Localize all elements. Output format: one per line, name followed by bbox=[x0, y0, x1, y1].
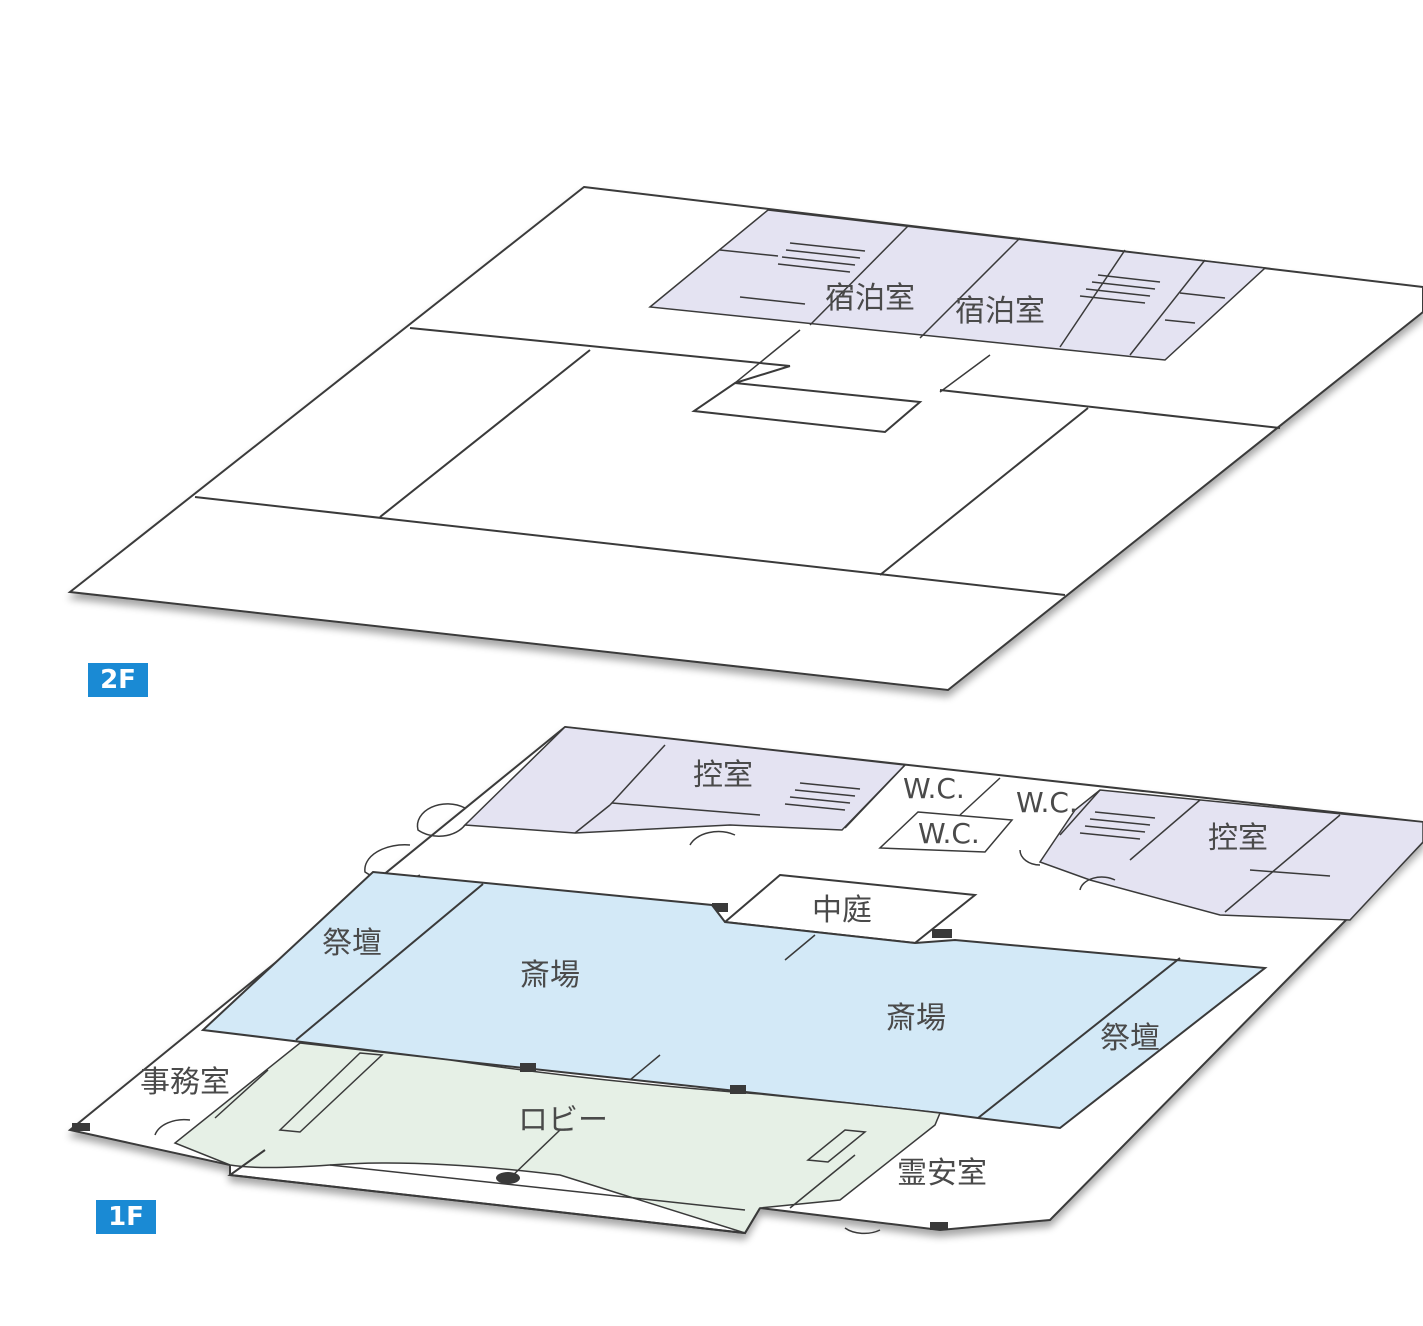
floor-2f-plan: 宿泊室 宿泊室 bbox=[67, 185, 1423, 692]
stairs-right-1f bbox=[1079, 811, 1156, 840]
room-hall-2: 斎場 bbox=[886, 1001, 946, 1036]
floor-badge-1f: 1F bbox=[96, 1200, 156, 1234]
room-lodging-1: 宿泊室 bbox=[825, 281, 915, 316]
room-lodging-2: 宿泊室 bbox=[955, 294, 1045, 329]
room-courtyard: 中庭 bbox=[812, 893, 872, 928]
stairs-right-2f bbox=[1079, 274, 1161, 304]
room-waiting-2: 控室 bbox=[1208, 821, 1268, 856]
floor-badge-2f: 2F bbox=[88, 663, 148, 697]
private-zone-right-1f bbox=[1038, 789, 1423, 921]
stairwell-void-2f bbox=[691, 381, 923, 434]
room-altar-1: 祭壇 bbox=[322, 926, 382, 961]
lodging-zone-2f bbox=[648, 209, 1267, 361]
floor-1f-plan: 控室 W.C. W.C. W.C. 控室 中庭 祭壇 斎場 斎場 祭壇 事務室 … bbox=[67, 725, 1423, 1235]
stairs-left-2f bbox=[777, 242, 866, 273]
stairs-left-1f bbox=[784, 782, 861, 811]
wc-center-block bbox=[878, 811, 1014, 853]
room-wc-2: W.C. bbox=[1016, 786, 1078, 819]
room-waiting-1: 控室 bbox=[693, 758, 753, 793]
room-wc-3: W.C. bbox=[918, 817, 980, 850]
room-mortuary: 霊安室 bbox=[897, 1156, 987, 1191]
room-altar-2: 祭壇 bbox=[1100, 1021, 1160, 1056]
room-hall-1: 斎場 bbox=[520, 958, 580, 993]
room-office: 事務室 bbox=[140, 1065, 230, 1100]
room-lobby: ロビー bbox=[518, 1103, 608, 1138]
private-zone-left-1f bbox=[463, 726, 907, 834]
room-wc-1: W.C. bbox=[903, 772, 965, 805]
